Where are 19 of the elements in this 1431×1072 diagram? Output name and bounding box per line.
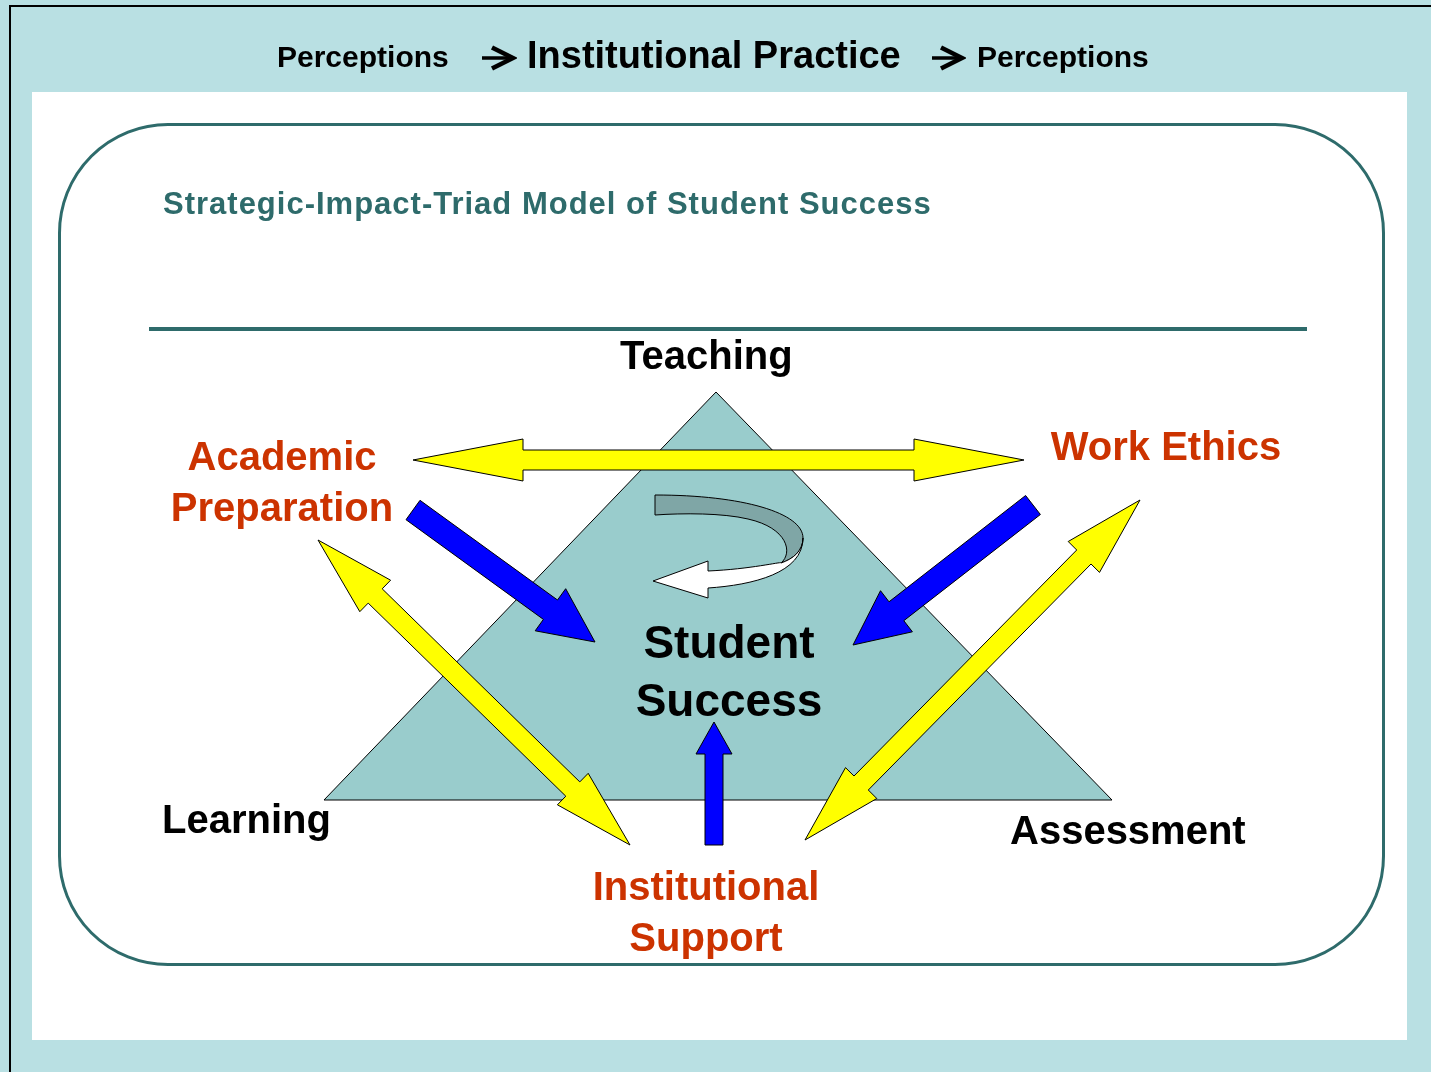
block-arrow: [412, 438, 1025, 482]
block-arrow: [695, 721, 733, 846]
header-text: Perceptions: [977, 40, 1149, 74]
block-arrow: [852, 495, 1041, 646]
center-label: Student Success: [634, 615, 824, 728]
factor-label: Academic Preparation: [151, 431, 413, 533]
factor-label: Work Ethics: [1031, 421, 1301, 472]
vertex-label: Teaching: [620, 333, 793, 378]
arrow: [932, 45, 965, 71]
block-arrow: [405, 499, 596, 643]
block-arrow: [804, 499, 1141, 841]
factor-label: Institutional Support: [571, 861, 841, 963]
arrow: [482, 45, 516, 71]
header-text: Institutional Practice: [527, 34, 901, 77]
frame-heading: Strategic-Impact-Triad Model of Student Success: [163, 186, 932, 222]
vertex-label: Learning: [162, 797, 331, 842]
block-arrow: [317, 539, 631, 846]
vertex-label: Assessment: [1010, 808, 1246, 853]
header-text: Perceptions: [277, 40, 449, 74]
